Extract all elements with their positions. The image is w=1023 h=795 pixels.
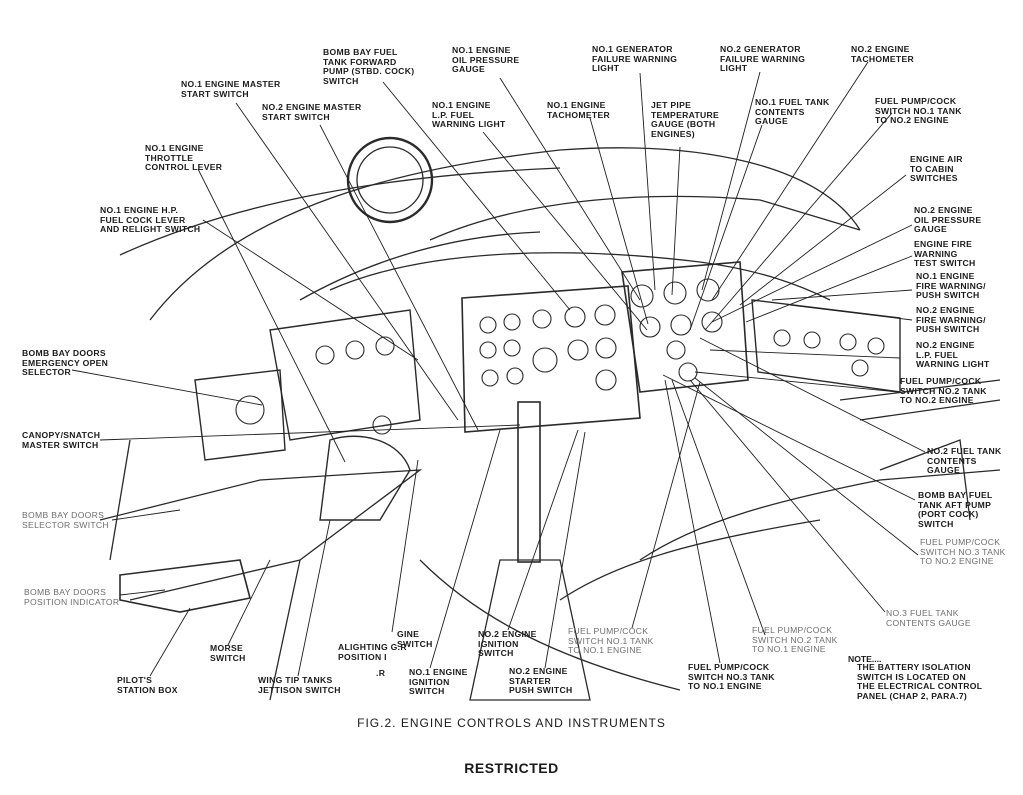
callout-wing-tip-tanks: WING TIP TANKS JETTISON SWITCH: [258, 675, 341, 695]
callout-no1-engine-tachometer: No.1 ENGINE TACHOMETER: [547, 100, 610, 120]
classification-marking: RESTRICTED: [464, 760, 559, 776]
callout-no3-fuel-tank-contents: No.3 FUEL TANK CONTENTS GAUGE: [886, 608, 971, 628]
callout-pilots-station-box: PILOT'S STATION BOX: [117, 675, 178, 695]
callout-fuel-pump-no1-to-no1: FUEL PUMP/COCK SWITCH No.1 TANK TO No.1 …: [568, 626, 654, 656]
control-column: [517, 401, 541, 563]
callout-fuel-pump-no1-to-no2: FUEL PUMP/COCK SWITCH No.1 TANK TO No.2 …: [875, 96, 962, 126]
callout-bomb-bay-doors-position: BOMB BAY DOORS POSITION INDICATOR: [24, 587, 120, 607]
callout-no1-engine-master-start: No.1 ENGINE MASTER START SWITCH: [181, 79, 281, 99]
callout-r-fragment: .R: [376, 668, 386, 678]
callout-no2-engine-oil-pressure: No.2 ENGINE OIL PRESSURE GAUGE: [914, 205, 982, 235]
glareshield: [329, 252, 831, 301]
callout-no1-generator-failure: No.1 GENERATOR FAILURE WARNING LIGHT: [592, 44, 678, 74]
callout-no2-engine-starter: No.2 ENGINE STARTER PUSH SWITCH: [509, 666, 573, 696]
callout-gine-switch: GINE SWITCH: [397, 629, 433, 649]
callout-alighting: ALIGHTING G.R POSITION I: [338, 642, 407, 662]
callout-no2-engine-fire-warning: No.2 ENGINE FIRE WARNING/ PUSH SWITCH: [916, 305, 986, 335]
engine-instrument-panel: [621, 261, 749, 393]
callout-morse-switch: MORSE SWITCH: [210, 643, 246, 663]
right-side-panel: [751, 299, 901, 393]
callout-no1-engine-fire-warning: No.1 ENGINE FIRE WARNING/ PUSH SWITCH: [916, 271, 986, 301]
callout-no1-engine-ignition: No.1 ENGINE IGNITION SWITCH: [409, 667, 468, 697]
callout-fuel-pump-no2-to-no1: FUEL PUMP/COCK SWITCH No.2 TANK TO No.1 …: [752, 625, 838, 655]
callout-fuel-pump-no2-to-no2: FUEL PUMP/COCK SWITCH No.2 TANK TO No.2 …: [900, 376, 987, 406]
callout-no2-fuel-tank-contents: No.2 FUEL TANK CONTENTS GAUGE: [927, 446, 1002, 476]
leader-lines: [71, 61, 926, 677]
callout-engine-air-to-cabin: ENGINE AIR TO CABIN SWITCHES: [910, 154, 963, 184]
note-text: THE BATTERY ISOLATION SWITCH IS LOCATED …: [857, 662, 983, 701]
callout-bomb-bay-doors-emergency: BOMB BAY DOORS EMERGENCY OPEN SELECTOR: [22, 348, 109, 378]
callout-canopy-snatch: CANOPY/SNATCH MASTER SWITCH: [22, 430, 101, 450]
callout-bomb-bay-fuel-tank-fwd-pump: BOMB BAY FUEL TANK FORWARD PUMP (STBD. C…: [323, 47, 415, 86]
canopy-frame: [149, 147, 861, 321]
callout-no2-engine-master-start: No.2 ENGINE MASTER START SWITCH: [262, 102, 362, 122]
callout-bomb-bay-fuel-tank-aft: BOMB BAY FUEL TANK AFT PUMP (PORT COCK) …: [918, 490, 993, 529]
left-console-panel: [269, 309, 421, 441]
callout-no2-engine-ignition: No.2 ENGINE IGNITION SWITCH: [478, 629, 537, 659]
callout-no2-engine-tachometer: No.2 ENGINE TACHOMETER: [851, 44, 914, 64]
callout-engine-fire-warning-test: ENGINE FIRE WARNING TEST SWITCH: [914, 239, 976, 269]
station-box: [119, 559, 251, 613]
gauges: [235, 278, 885, 435]
callout-no1-engine-oil-pressure: No.1 ENGINE OIL PRESSURE GAUGE: [452, 45, 520, 75]
callout-fuel-pump-no3-to-no2: FUEL PUMP/COCK SWITCH No.3 TANK TO No.2 …: [920, 537, 1006, 567]
callout-fuel-pump-no3-to-no1: FUEL PUMP/COCK SWITCH No.3 TANK TO No.1 …: [688, 662, 775, 692]
callout-no2-generator-failure: No.2 GENERATOR FAILURE WARNING LIGHT: [720, 44, 806, 74]
callout-no1-fuel-tank-contents: No.1 FUEL TANK CONTENTS GAUGE: [755, 97, 830, 127]
callout-no1-engine-throttle: No.1 ENGINE THROTTLE CONTROL LEVER: [145, 143, 223, 173]
main-instrument-panel: [461, 285, 641, 433]
callout-no2-engine-lp-fuel: No.2 ENGINE L.P. FUEL WARNING LIGHT: [916, 340, 990, 370]
callout-jet-pipe-temp: JET PIPE TEMPERATURE GAUGE (BOTH ENGINES…: [651, 100, 720, 139]
callout-no1-engine-hp-fuel-cock: No.1 ENGINE H.P. FUEL COCK LEVER AND REL…: [100, 205, 201, 235]
callout-bomb-bay-doors-selector: BOMB BAY DOORS SELECTOR SWITCH: [22, 510, 109, 530]
callout-no1-engine-lp-fuel-warning: No.1 ENGINE L.P. FUEL WARNING LIGHT: [432, 100, 506, 130]
note-heading: NOTE....: [848, 654, 882, 664]
throttle-quadrant: [319, 435, 411, 521]
canopy-frame-inner: [119, 167, 561, 256]
figure-caption: FIG.2. ENGINE CONTROLS AND INSTRUMENTS: [357, 716, 666, 730]
